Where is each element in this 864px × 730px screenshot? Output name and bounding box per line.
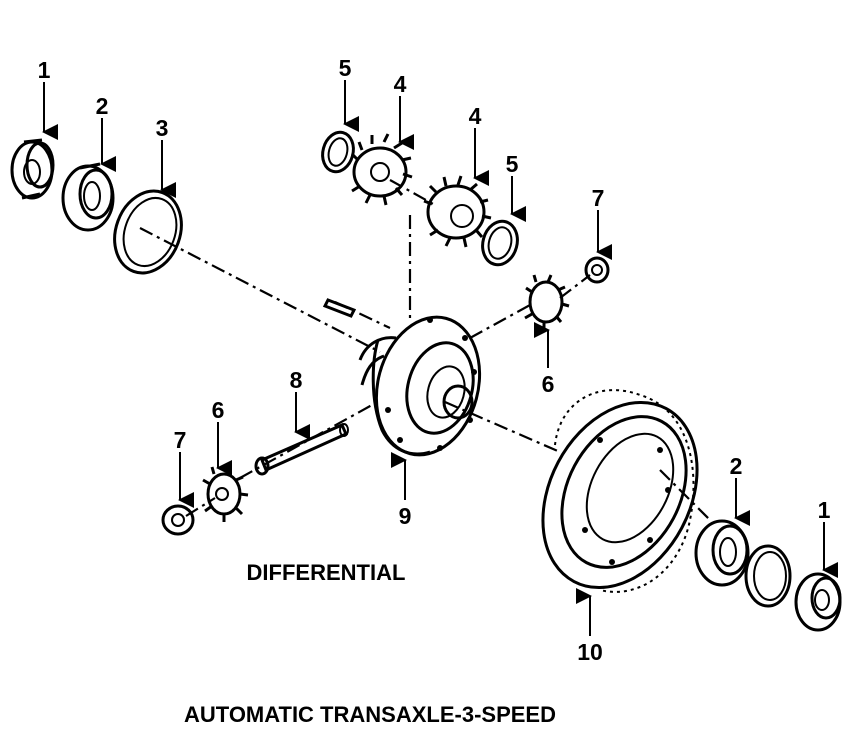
callout-2-right: 2 bbox=[730, 453, 743, 479]
bearing-right bbox=[794, 572, 842, 632]
callout-6-left: 6 bbox=[212, 397, 225, 423]
pinion-gear-left bbox=[202, 464, 249, 522]
thrust-washer-top bbox=[321, 130, 355, 174]
callout-6-right: 6 bbox=[542, 371, 555, 397]
diagram-subtitle: AUTOMATIC TRANSAXLE-3-SPEED bbox=[184, 702, 556, 727]
callout-7-right: 7 bbox=[592, 185, 605, 211]
callout-4-top: 4 bbox=[394, 71, 407, 97]
pinion-gear-right bbox=[524, 274, 570, 330]
side-gear-right bbox=[423, 175, 492, 248]
pinion-shaft bbox=[254, 298, 357, 476]
pinion-washer-left bbox=[161, 504, 195, 536]
callout-2-left: 2 bbox=[96, 93, 109, 119]
callout-7-left: 7 bbox=[174, 427, 187, 453]
thrust-washer-right bbox=[481, 219, 519, 267]
pinion-washer-right bbox=[584, 256, 610, 284]
shim-ring-right bbox=[744, 544, 792, 608]
callout-5-top: 5 bbox=[339, 55, 352, 81]
callout-numbers: 1 2 3 5 4 4 5 7 6 8 6 7 9 10 2 1 bbox=[38, 55, 831, 665]
bearing-cup-left bbox=[61, 162, 115, 232]
assembly-lines bbox=[139, 179, 711, 521]
callout-10: 10 bbox=[577, 639, 603, 665]
callout-8: 8 bbox=[290, 367, 303, 393]
ring-gear bbox=[541, 389, 699, 593]
bearing-left bbox=[10, 138, 55, 200]
callout-1-left: 1 bbox=[38, 57, 51, 83]
callout-leaders bbox=[42, 80, 838, 636]
bearing-cup-right bbox=[694, 519, 750, 587]
side-gear-top bbox=[350, 133, 413, 206]
callout-4-right: 4 bbox=[469, 103, 482, 129]
differential-case bbox=[358, 315, 482, 457]
callout-1-right: 1 bbox=[818, 497, 831, 523]
callout-3: 3 bbox=[156, 115, 169, 141]
callout-9: 9 bbox=[399, 503, 412, 529]
diagram-title: DIFFERENTIAL bbox=[247, 560, 406, 585]
callout-5-right: 5 bbox=[506, 151, 519, 177]
